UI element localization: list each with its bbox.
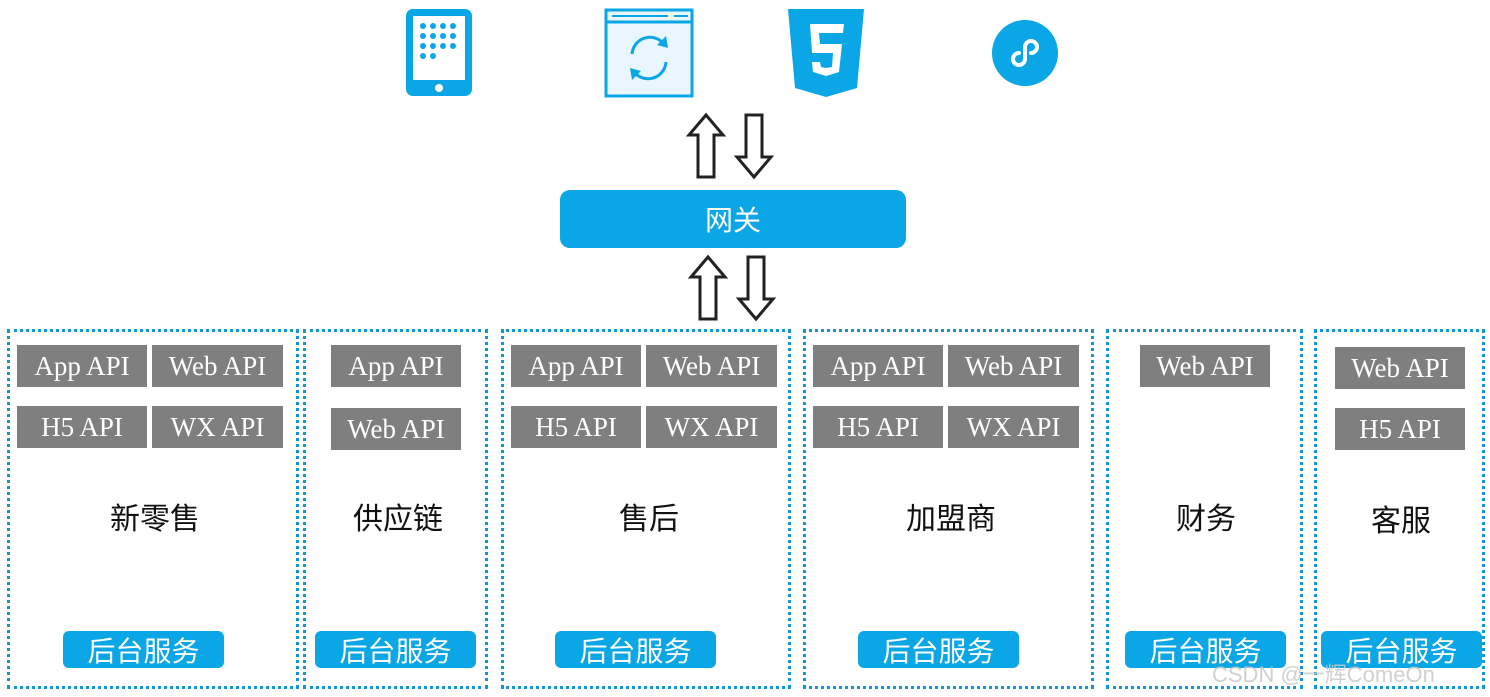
api-box: Web API <box>331 408 461 450</box>
web-browser-refresh-icon <box>604 8 694 98</box>
tablet-app-icon <box>406 9 472 96</box>
backend-service-badge: 后台服务 <box>858 631 1019 668</box>
down-arrow-icon <box>735 255 777 322</box>
api-box: App API <box>17 345 147 387</box>
down-arrow-icon <box>733 113 775 180</box>
api-box: App API <box>331 345 461 387</box>
api-box: Web API <box>948 345 1079 387</box>
gateway-box: 网关 <box>560 190 906 248</box>
api-box: H5 API <box>17 406 147 448</box>
domain-title: 加盟商 <box>906 502 996 537</box>
bidirectional-arrows-bottom <box>687 254 777 322</box>
gateway-label: 网关 <box>704 204 761 237</box>
backend-service-badge: 后台服务 <box>1125 631 1286 668</box>
up-arrow-icon <box>685 112 727 179</box>
api-box: WX API <box>152 406 283 448</box>
api-box: App API <box>813 345 943 387</box>
domain-new-retail: App API Web API H5 API WX API 新零售 后台服务 <box>7 329 299 689</box>
api-box: Web API <box>1335 347 1465 389</box>
domain-title: 财务 <box>1176 502 1236 537</box>
domain-title: 供应链 <box>353 502 443 537</box>
api-box: Web API <box>152 345 283 387</box>
up-arrow-icon <box>687 254 729 321</box>
backend-service-badge: 后台服务 <box>63 631 224 668</box>
api-box: Web API <box>646 345 777 387</box>
domain-after-sales: App API Web API H5 API WX API 售后 后台服务 <box>501 329 791 689</box>
mini-program-icon <box>992 20 1058 86</box>
api-box: App API <box>511 345 641 387</box>
backend-service-badge: 后台服务 <box>1321 631 1482 668</box>
bidirectional-arrows-top <box>685 112 775 180</box>
api-box: WX API <box>948 406 1079 448</box>
domain-finance: Web API 财务 后台服务 <box>1106 329 1303 689</box>
domain-franchisee: App API Web API H5 API WX API 加盟商 后台服务 <box>803 329 1094 689</box>
backend-service-badge: 后台服务 <box>555 631 716 668</box>
watermark: CSDN @一辉ComeOn <box>1212 662 1435 687</box>
domain-supply-chain: App API Web API 供应链 后台服务 <box>303 329 488 689</box>
api-box: H5 API <box>1335 408 1465 450</box>
domain-title: 客服 <box>1371 504 1431 539</box>
domain-title: 新零售 <box>110 502 200 537</box>
backend-service-badge: 后台服务 <box>315 631 476 668</box>
api-box: H5 API <box>813 406 943 448</box>
api-box: H5 API <box>511 406 641 448</box>
domain-customer-service: Web API H5 API 客服 后台服务 <box>1314 329 1485 689</box>
domain-title: 售后 <box>619 502 679 537</box>
html5-icon <box>788 9 864 97</box>
api-box: WX API <box>646 406 777 448</box>
api-box: Web API <box>1140 345 1270 387</box>
